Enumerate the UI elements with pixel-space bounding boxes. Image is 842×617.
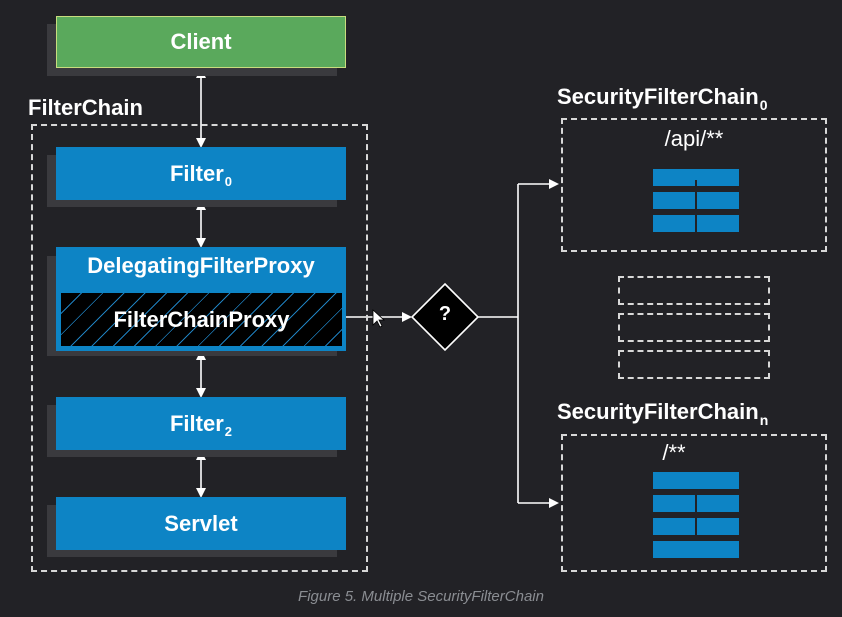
chainn-bar-divider	[695, 489, 697, 541]
chainn-subscript: n	[759, 412, 769, 428]
chain0-bar-divider	[695, 180, 697, 232]
filterchain-title: FilterChain	[28, 95, 143, 120]
decision-diamond	[410, 282, 480, 352]
filterchainproxy-label: FilterChainProxy	[113, 306, 290, 332]
placeholder-chain	[618, 350, 770, 379]
chain0-filter-bar	[653, 169, 739, 186]
client-box: Client	[56, 16, 346, 68]
servlet-box: Servlet	[56, 497, 346, 550]
chain0-title-text: SecurityFilterChain	[557, 84, 759, 109]
security-filter-chain-n-container: /**	[561, 434, 827, 572]
filter2-label: Filter	[169, 410, 224, 436]
security-filter-chain-n-title: SecurityFilterChainn	[557, 399, 769, 428]
chain0-pattern: /api/**	[664, 126, 724, 151]
filter0-label: Filter	[169, 160, 224, 186]
security-filter-chain-0-title: SecurityFilterChain0	[557, 84, 768, 113]
chain0-subscript: 0	[759, 97, 768, 113]
figure-caption: Figure 5. Multiple SecurityFilterChain	[298, 588, 544, 605]
chainn-title-text: SecurityFilterChain	[557, 399, 759, 424]
security-filter-chain-0-container: /api/**	[561, 118, 827, 252]
decision-label: ?	[438, 303, 452, 325]
placeholder-chain	[618, 313, 770, 342]
chainn-pattern: /**	[662, 440, 686, 465]
filterchain-container	[31, 124, 368, 572]
filter-chain-proxy-box: FilterChainProxy	[61, 293, 342, 346]
filter2-subscript: 2	[224, 424, 233, 439]
mouse-pointer-icon	[372, 309, 386, 328]
client-label: Client	[170, 29, 232, 54]
filter0-subscript: 0	[224, 174, 233, 189]
placeholder-chain	[618, 276, 770, 305]
chainn-filter-bar	[653, 472, 739, 489]
delegating-label: DelegatingFilterProxy	[87, 253, 315, 278]
servlet-label: Servlet	[164, 510, 238, 536]
chainn-filter-bar	[653, 541, 739, 558]
